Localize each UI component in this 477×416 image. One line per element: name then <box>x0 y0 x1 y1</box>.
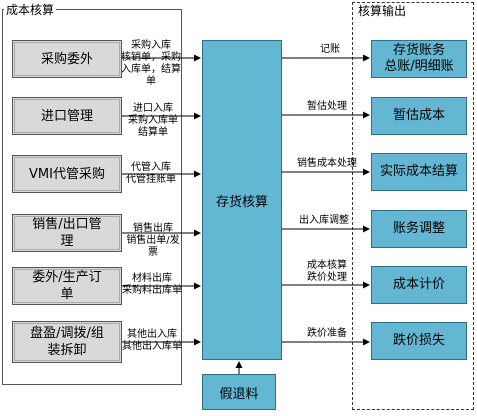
flow-label-estimate: 暂估处理 <box>307 101 347 112</box>
source-procurement-outsourcing: 采购委外 <box>12 40 122 78</box>
output-cost-valuation: 成本计价 <box>371 266 467 304</box>
flow-label-material: 材料出库 采购料出库单 <box>122 273 182 296</box>
output-inventory-ledger: 存货账务 总账/明细账 <box>371 40 467 78</box>
flow-label-other: 其他出入库 其他出入库单 <box>122 329 182 352</box>
source-import-management: 进口管理 <box>12 97 122 135</box>
cost-accounting-title: 成本核算 <box>4 3 57 17</box>
output-estimated-cost: 暂估成本 <box>371 97 467 135</box>
output-impairment-loss: 跌价损失 <box>371 322 467 360</box>
output-actual-cost-settlement: 实际成本结算 <box>371 153 467 191</box>
output-account-adjustment: 账务调整 <box>371 210 467 248</box>
inventory-accounting-box: 存货核算 <box>202 40 282 360</box>
flow-label-costing: 成本核算 跌价处理 <box>307 260 347 283</box>
cost-accounting-panel <box>2 9 182 385</box>
source-inventory-transfer-assembly: 盘盈/调拨/组 装拆卸 <box>12 321 122 363</box>
flow-label-import: 进口入库 采购入库单 结算单 <box>128 103 178 138</box>
flow-label-impairment: 跌价准备 <box>307 328 347 339</box>
flow-label-sales-cost: 销售成本处理 <box>297 158 357 169</box>
flow-label-procurement: 采购入库 核销单，采购 入库单，结算 单 <box>121 40 181 87</box>
source-vmi-procurement: VMI代管采购 <box>12 155 122 193</box>
flow-label-adjustment: 出入库调整 <box>299 215 349 226</box>
flow-label-vmi: 代管入库 代管挂账单 <box>126 162 176 185</box>
fake-material-return-box: 假退料 <box>202 374 276 410</box>
accounting-output-panel <box>352 2 474 410</box>
flow-label-sales: 销售出库 销售出单/发 票 <box>126 223 180 258</box>
source-outsourcing-production: 委外/生产订 单 <box>12 267 122 305</box>
flow-label-posting: 记账 <box>320 44 340 55</box>
accounting-output-title: 核算输出 <box>356 4 409 18</box>
source-sales-export: 销售/出口管 理 <box>12 214 122 252</box>
